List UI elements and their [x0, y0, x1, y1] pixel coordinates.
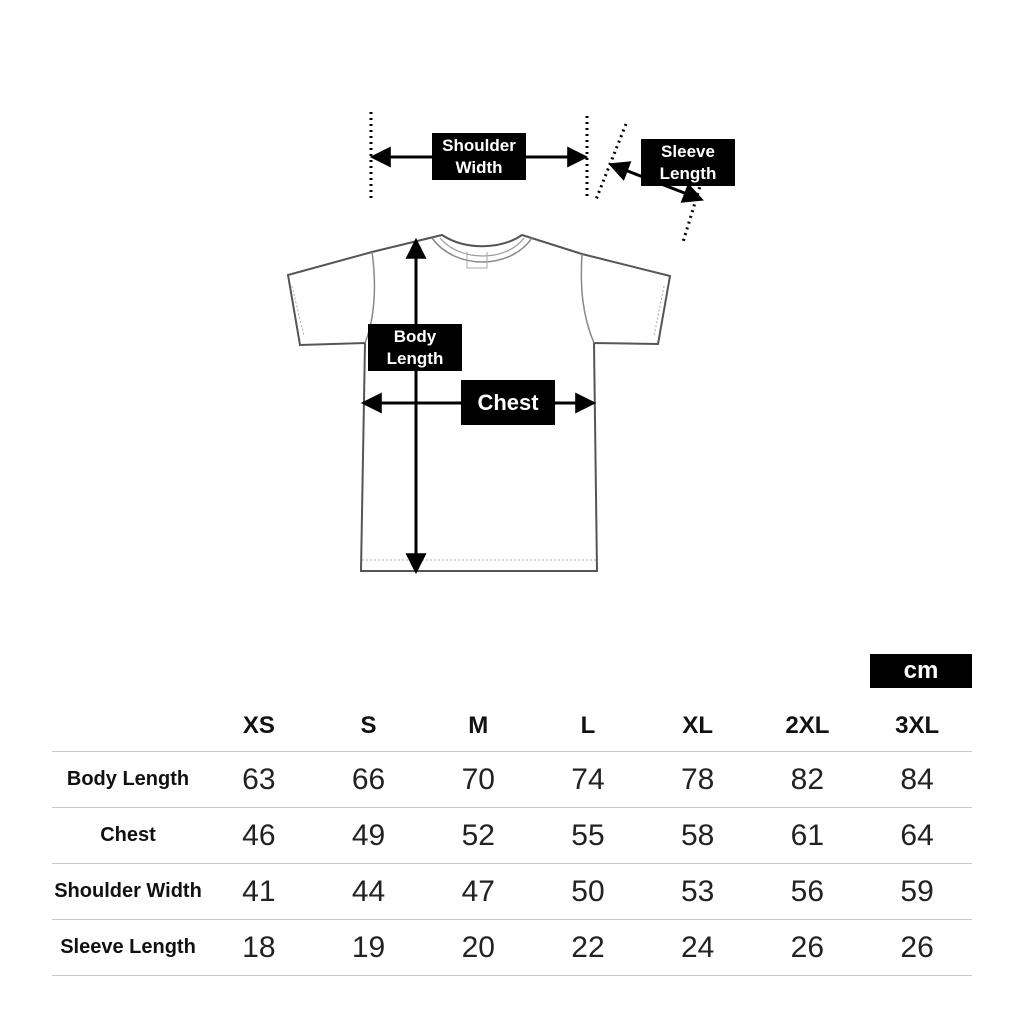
table-cell: 58	[642, 807, 753, 864]
table-cell: 66	[313, 751, 424, 808]
table-row: Body Length 63 66 70 74 78 82 84	[52, 751, 972, 808]
table-cell: 18	[204, 919, 314, 976]
sleeve-length-label: Sleeve Length	[641, 139, 735, 186]
table-cell: 26	[752, 919, 863, 976]
table-cell: 44	[313, 863, 424, 920]
table-cell: 64	[862, 807, 972, 864]
size-header: XS	[204, 700, 314, 752]
table-row: Chest 46 49 52 55 58 61 64	[52, 807, 972, 864]
row-label: Body Length	[52, 751, 204, 808]
table-cell: 50	[533, 863, 643, 920]
row-label: Sleeve Length	[52, 919, 204, 976]
table-cell: 22	[533, 919, 643, 976]
table-cell: 52	[423, 807, 534, 864]
size-header: XL	[642, 700, 753, 752]
table-cell: 46	[204, 807, 314, 864]
table-cell: 63	[204, 751, 314, 808]
body-length-label: Body Length	[368, 324, 462, 371]
row-label: Shoulder Width	[52, 863, 204, 920]
size-header: M	[423, 700, 534, 752]
table-cell: 19	[313, 919, 424, 976]
size-header: 3XL	[862, 700, 972, 752]
chest-label: Chest	[461, 380, 555, 425]
sleeve-length-label-line1: Sleeve	[661, 142, 715, 162]
table-row: Sleeve Length 18 19 20 22 24 26 26	[52, 919, 972, 976]
size-header-row: XS S M L XL 2XL 3XL	[52, 700, 972, 752]
table-cell: 26	[862, 919, 972, 976]
body-length-label-line2: Length	[386, 348, 444, 368]
size-header: L	[533, 700, 643, 752]
shoulder-width-label-line2: Width	[455, 157, 503, 177]
table-cell: 82	[752, 751, 863, 808]
tshirt-outline	[286, 233, 672, 572]
table-cell: 56	[752, 863, 863, 920]
table-cell: 41	[204, 863, 314, 920]
size-header: 2XL	[752, 700, 863, 752]
table-cell: 61	[752, 807, 863, 864]
table-cell: 78	[642, 751, 753, 808]
table-cell: 84	[862, 751, 972, 808]
table-cell: 74	[533, 751, 643, 808]
table-cell: 70	[423, 751, 534, 808]
tshirt-measurement-diagram: Shoulder Width Sleeve Length Body Length…	[286, 112, 735, 575]
table-row: Shoulder Width 41 44 47 50 53 56 59	[52, 863, 972, 920]
row-label: Chest	[52, 807, 204, 864]
table-cell: 47	[423, 863, 534, 920]
size-chart-table: XS S M L XL 2XL 3XL Body Length 63 66 70…	[52, 700, 972, 976]
shoulder-width-label: Shoulder Width	[432, 133, 526, 180]
body-length-label-line1: Body	[393, 327, 437, 347]
table-cell: 49	[313, 807, 424, 864]
tshirt-illustration	[286, 112, 707, 575]
table-cell: 55	[533, 807, 643, 864]
size-header: S	[313, 700, 424, 752]
header-empty-cell	[52, 700, 204, 752]
unit-badge: cm	[870, 654, 972, 688]
sleeve-length-label-line2: Length	[659, 163, 717, 183]
table-cell: 53	[642, 863, 753, 920]
table-cell: 24	[642, 919, 753, 976]
table-cell: 20	[423, 919, 534, 976]
shoulder-width-label-line1: Shoulder	[442, 136, 516, 156]
chest-label-text: Chest	[477, 389, 539, 415]
table-cell: 59	[862, 863, 972, 920]
